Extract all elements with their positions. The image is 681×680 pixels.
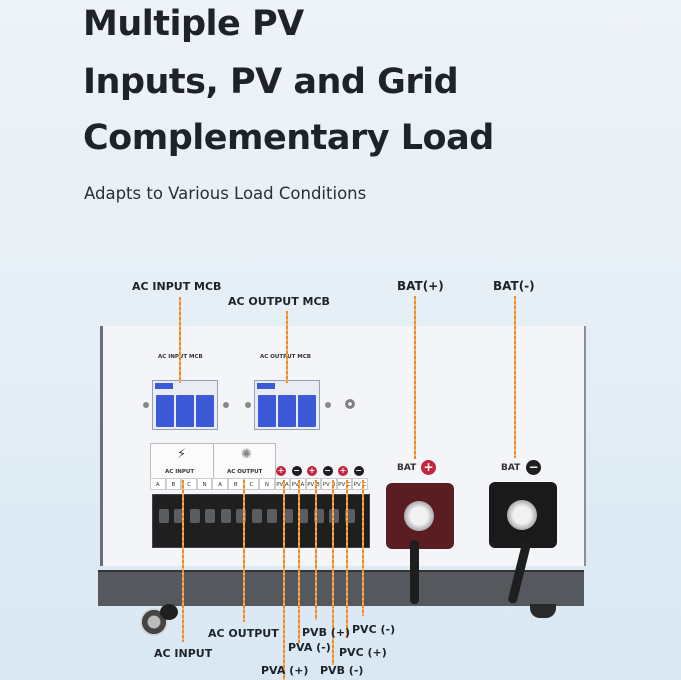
cell-label: B [227, 478, 244, 490]
leader-line [182, 480, 184, 642]
bat-pos-terminal[interactable] [386, 483, 454, 549]
subtitle: Adapts to Various Load Conditions [84, 184, 367, 203]
leader-line [179, 297, 181, 383]
cell-label: PV A [274, 478, 291, 490]
bat-neg-terminal[interactable] [489, 482, 557, 548]
title-line-2: Inputs, PV and Grid [83, 62, 459, 102]
callout-ac-input-mcb: AC INPUT MCB [132, 280, 222, 293]
leader-line [243, 480, 245, 622]
bat-pos-label: BAT [397, 463, 417, 473]
callout-bat-neg: BAT(-) [493, 279, 535, 293]
cell-label: PV B [321, 478, 337, 490]
ac-output-mcb-breaker[interactable] [254, 380, 320, 430]
ac-label-box: ⚡ ✺ AC INPUT AC OUTPUT [150, 443, 276, 480]
callout-pvb-pos: PVB (+) [302, 626, 351, 639]
leader-line [362, 480, 364, 616]
minus-icon: − [353, 466, 364, 476]
callout-ac-input: AC INPUT [154, 647, 213, 660]
plus-icon: + [421, 460, 436, 475]
cabinet-base [98, 570, 584, 606]
minus-icon: − [322, 466, 333, 476]
power-tower-icon: ⚡ [177, 447, 187, 462]
screw-icon [223, 402, 229, 408]
minus-icon: − [291, 466, 302, 476]
leader-line [298, 480, 300, 643]
cell-label: N [196, 478, 213, 490]
callout-pvc-pos: PVC (+) [339, 646, 387, 659]
callout-pvb-neg: PVB (-) [320, 664, 364, 677]
ac-input-box-label: AC INPUT [165, 469, 195, 475]
callout-pva-neg: PVA (-) [288, 641, 331, 654]
leader-line [514, 296, 516, 458]
plus-icon: + [276, 466, 286, 476]
title-line-1: Multiple PV [83, 4, 304, 44]
plus-icon: + [307, 466, 317, 476]
leader-line [346, 480, 348, 638]
terminal-block[interactable] [152, 494, 370, 548]
callout-ac-output-mcb: AC OUTPUT MCB [228, 295, 330, 308]
caster-wheel-right-icon [530, 604, 556, 618]
cell-label: B [165, 478, 182, 490]
cell-label: PV C [336, 478, 353, 490]
caster-wheel-icon [140, 604, 180, 636]
ac-input-mcb-breaker[interactable] [152, 380, 218, 430]
cell-label: PV C [352, 478, 368, 490]
cell-label: C [181, 478, 197, 490]
panel-mcb-output-label: AC OUTPUT MCB [260, 354, 311, 360]
callout-pva-pos: PVA (+) [261, 664, 309, 677]
callout-bat-pos: BAT(+) [397, 279, 444, 293]
ac-output-box-label: AC OUTPUT [227, 469, 263, 475]
leader-line [414, 296, 416, 459]
screw-icon [143, 402, 149, 408]
callout-ac-output: AC OUTPUT [208, 627, 279, 640]
title-line-3: Complementary Load [83, 118, 494, 158]
screw-icon [245, 402, 251, 408]
leader-line [286, 311, 288, 383]
cell-label: A [150, 478, 166, 490]
minus-icon: − [526, 460, 541, 475]
cell-label: A [212, 478, 228, 490]
leader-line [315, 480, 317, 620]
plus-icon: + [338, 466, 348, 476]
ground-screw-icon [345, 399, 355, 409]
cell-label: PV B [305, 478, 322, 490]
cell-label: N [259, 478, 275, 490]
cell-label: C [243, 478, 260, 490]
light-bulb-icon: ✺ [241, 447, 252, 462]
bat-pos-cable [410, 540, 419, 604]
screw-icon [325, 402, 331, 408]
pv-polarity-row: + − + − + − [276, 466, 364, 476]
leader-line [283, 480, 285, 680]
callout-pvc-neg: PVC (-) [352, 623, 396, 636]
bat-neg-label: BAT [501, 463, 521, 473]
leader-line [332, 480, 334, 665]
